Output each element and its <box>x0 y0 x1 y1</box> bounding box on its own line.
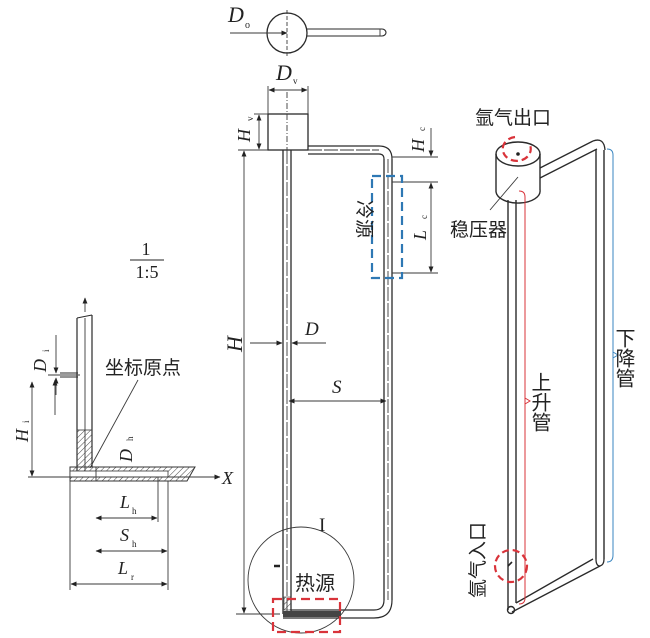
iso-top-pipe-b <box>539 148 598 179</box>
scale-numerator: 1 <box>142 239 151 259</box>
detail-circle <box>247 526 355 634</box>
dim-Dh-leader <box>89 379 139 469</box>
detail-marker-label: I <box>319 515 325 536</box>
dim-Do-symbol: D <box>227 2 244 27</box>
dim-Lr-sub: r <box>131 572 134 582</box>
dim-Lh-sub: h <box>132 506 137 516</box>
iso-inlet-end <box>506 605 516 615</box>
detail-hatched-vertical <box>76 429 93 468</box>
dim-Lr-symbol: L <box>117 558 128 578</box>
dim-Hi-sub: i <box>21 420 31 423</box>
dim-Hv-sub: v <box>245 116 255 121</box>
dim-Hc-sub: c <box>417 127 427 131</box>
pressurizer-cylinder-bottom <box>495 189 541 204</box>
dim-Dh-sub: h <box>125 436 135 441</box>
dim-Dh-symbol: D <box>116 449 136 463</box>
iso-bottom-elbow <box>595 558 605 567</box>
dim-Sh-symbol: S <box>120 525 129 545</box>
cold-source-box <box>370 174 404 280</box>
pressurizer-leader <box>489 176 519 211</box>
iso-top-pipe-a <box>539 140 594 169</box>
iso-inlet-stub <box>507 561 513 567</box>
pressurizer-label: 稳压器 <box>450 219 507 241</box>
dim-S-symbol: S <box>332 377 342 398</box>
detail-pipe-cut <box>76 314 93 319</box>
top-view: D o <box>227 2 387 56</box>
dim-Lh-symbol: L <box>119 492 130 512</box>
dim-D-symbol: D <box>304 319 319 340</box>
dim-Do-sub: o <box>245 20 250 31</box>
scale-denominator: 1:5 <box>135 262 158 282</box>
iso-bottom-pipe-b <box>511 565 601 613</box>
bottom-elbow-outer <box>373 599 393 619</box>
bottom-elbow-inner <box>373 599 385 611</box>
dim-Hv-symbol: H <box>234 128 254 143</box>
dim-Lc-sub: c <box>419 215 429 219</box>
iso-view: 氩气出口 稳压器 氩气入口 上升管 下降管 <box>450 107 636 615</box>
heat-source-label: 热源 <box>295 571 335 595</box>
x-axis-label: X <box>221 468 234 488</box>
pipe-end <box>381 28 387 37</box>
pressurizer-box <box>267 113 309 151</box>
detail-view: X D i H i D h 坐标原点 L h S h L r <box>12 297 234 590</box>
top-elbow-inner <box>378 153 385 160</box>
detail-heater-core <box>69 470 169 478</box>
scale-note: 1 1:5 <box>130 239 164 282</box>
iso-top-elbow <box>592 139 606 151</box>
heater-element <box>283 611 341 617</box>
downcomer-bracket-tip <box>612 351 619 359</box>
dim-Sh-sub: h <box>132 539 137 549</box>
outlet-label: 氩气出口 <box>475 107 551 129</box>
outlet-marker-circle <box>501 135 532 162</box>
inlet-label: 氩气入口 <box>467 522 489 598</box>
heater-hatch <box>283 596 292 611</box>
heat-source-box <box>271 597 342 634</box>
outlet-dot <box>516 152 520 156</box>
riser-bracket-tip <box>524 397 531 405</box>
origin-label: 坐标原点 <box>105 357 181 379</box>
dim-H-symbol: H <box>222 335 247 353</box>
downcomer-bracket <box>606 148 614 563</box>
inlet-marker-circle <box>493 548 529 584</box>
front-view: D v H v H <box>222 60 438 634</box>
dim-Lc-symbol: L <box>410 230 430 241</box>
dim-Hc-symbol: H <box>408 138 428 153</box>
dim-Dv-sub: v <box>293 76 298 86</box>
dim-Di-symbol: D <box>30 359 50 373</box>
dim-Dv-symbol: D <box>275 60 292 85</box>
top-elbow-outer <box>378 145 393 160</box>
dim-Di-sub: i <box>41 349 51 352</box>
riser-bracket <box>518 190 526 605</box>
riser-label: 上升管 <box>528 372 552 432</box>
iso-bottom-pipe-a <box>515 558 594 604</box>
downcomer-label: 下降管 <box>612 328 636 388</box>
dim-Hi-symbol: H <box>12 428 32 443</box>
cold-source-label: 冷源 <box>353 200 375 238</box>
